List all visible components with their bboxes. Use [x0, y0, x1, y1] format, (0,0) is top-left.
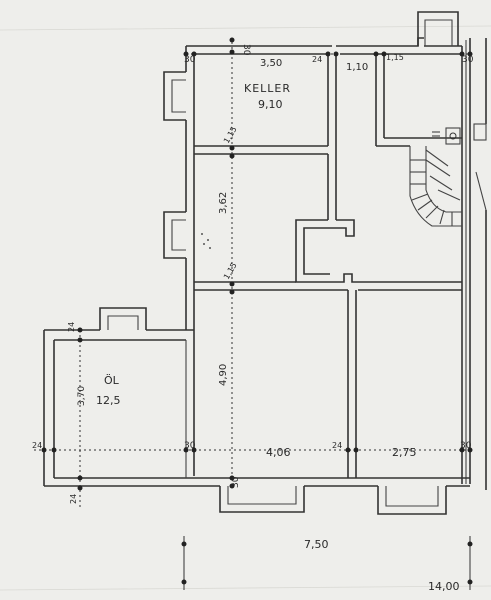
- oel-height-label: 3,70: [77, 386, 87, 406]
- keller-name-label: KELLER: [244, 82, 291, 95]
- oel-name-label: ÖL: [104, 374, 120, 387]
- wall-30-left-label: 30: [184, 55, 196, 65]
- wall-115-left-label: 1,15: [222, 125, 239, 145]
- wall-30-mid-left-label: 30: [184, 441, 196, 451]
- overall-dim-label: 14,00: [428, 580, 460, 593]
- keller-area-label: 9,10: [258, 98, 283, 111]
- wall-115-mid-label: 1,15: [222, 261, 239, 281]
- wall-24-left-mid-label: 24: [32, 441, 42, 450]
- annex-walls: [43, 307, 194, 486]
- wall-30-top-label: 30: [241, 44, 251, 56]
- keller-width-label: 3,50: [260, 58, 282, 69]
- wall-115-top-label: 1,15: [386, 53, 404, 62]
- lower-height-label: 4,90: [218, 364, 229, 386]
- lower-width-label: 4,06: [266, 446, 291, 459]
- staircase: [409, 146, 487, 227]
- wall-30-right-bottom-label: 30: [460, 441, 472, 451]
- wall-24-left-top-label: 24: [67, 322, 76, 332]
- small-marks: [201, 233, 211, 249]
- paper-lines: [0, 25, 491, 591]
- wall-24-top-label: 24: [312, 55, 322, 64]
- wall-24-mid-bottom-label: 24: [332, 441, 342, 450]
- interior-walls: [194, 54, 487, 478]
- wall-30-bottom-label: 30: [231, 476, 241, 488]
- right-width-label: 2,75: [392, 446, 417, 459]
- oel-area-label: 12,5: [96, 394, 121, 407]
- labels: 3,50 KELLER 9,10 1,10 30 30 24 1,15 30 1…: [32, 44, 474, 593]
- mid-height-label: 3,62: [218, 192, 229, 214]
- outer-walls: [44, 11, 487, 515]
- wall-30-right-label: 30: [462, 55, 474, 65]
- wall-24-left-bottom-label: 24: [69, 494, 78, 504]
- top-right-width-label: 1,10: [346, 62, 368, 73]
- total-width-label: 7,50: [304, 538, 329, 551]
- dimension-dots: [41, 37, 473, 585]
